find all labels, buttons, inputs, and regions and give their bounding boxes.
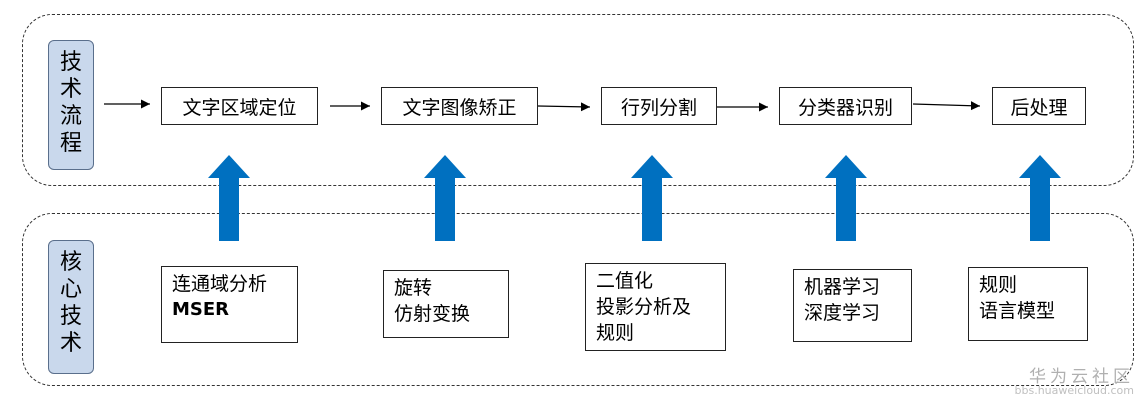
- step-post-processing: 后处理: [992, 87, 1086, 125]
- up-arrow-2: [424, 155, 466, 241]
- tech-line: 投影分析及: [596, 296, 692, 318]
- tech-line: 规则: [979, 274, 1018, 296]
- up-arrow-3: [631, 155, 673, 241]
- tech-line: 连通域分析: [172, 273, 268, 295]
- tech-line: 规则: [596, 322, 635, 344]
- up-arrow-5: [1019, 155, 1061, 241]
- tech-line: 二值化: [596, 270, 654, 292]
- tech-connected-components: 连通域分析 MSER: [161, 266, 298, 343]
- core-tech-region: [22, 213, 1134, 386]
- tech-line: MSER: [172, 299, 230, 320]
- tech-binarization-projection: 二值化 投影分析及 规则: [585, 263, 726, 351]
- step-image-correction: 文字图像矫正: [381, 87, 538, 125]
- process-region: [22, 14, 1134, 186]
- step-text-region-location: 文字区域定位: [161, 87, 318, 125]
- flow-arrow-4: [912, 101, 981, 111]
- tech-line: 语言模型: [979, 300, 1056, 322]
- tech-line: 深度学习: [804, 302, 881, 324]
- tech-line: 仿射变换: [394, 303, 471, 325]
- process-flow-label: 技 术 流 程: [48, 40, 94, 170]
- core-tech-label: 核 心 技 术: [48, 240, 94, 374]
- tech-line: 机器学习: [804, 276, 881, 298]
- step-row-column-segmentation: 行列分割: [601, 87, 717, 125]
- tech-rotation-affine: 旋转 仿射变换: [383, 270, 509, 338]
- watermark-url: bbs.huaweicloud.com: [1014, 384, 1134, 397]
- step-classifier-recognition: 分类器识别: [779, 87, 912, 125]
- tech-machine-deep-learning: 机器学习 深度学习: [793, 269, 912, 342]
- flow-arrow-2: [537, 102, 591, 112]
- watermark-title: 华为云社区: [1029, 367, 1134, 387]
- up-arrow-4: [825, 155, 867, 241]
- tech-rules-language-model: 规则 语言模型: [968, 267, 1088, 341]
- tech-line: 旋转: [394, 277, 433, 299]
- up-arrow-1: [208, 155, 250, 241]
